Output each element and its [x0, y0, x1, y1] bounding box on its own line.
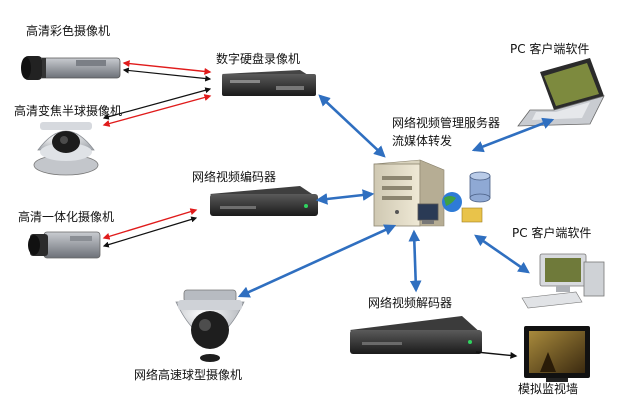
label-hd-color-camera: 高清彩色摄像机: [26, 24, 111, 38]
label-pc-client-right: PC 客户端软件: [512, 226, 592, 240]
hd-integrated-camera-device: [28, 231, 101, 259]
server-device: [373, 159, 491, 227]
link-server-desktop: [474, 234, 530, 274]
hd-varifocal-dome-device: [33, 122, 99, 176]
decoder-device: [350, 316, 482, 354]
speed-dome-device: [175, 289, 245, 362]
analog-link-integrated-camera-encoder: [102, 208, 198, 248]
analog-wall-device: [524, 326, 590, 382]
label-analog-wall: 模拟监视墙: [518, 382, 579, 396]
link-server-laptop: [471, 117, 555, 153]
label-decoder: 网络视频解码器: [368, 296, 453, 310]
link-dvr-server: [318, 94, 386, 158]
label-pc-client-top: PC 客户端软件: [510, 42, 590, 56]
label-speed-dome: 网络高速球型摄像机: [134, 368, 243, 382]
analog-link-dome-dvr: [102, 87, 212, 127]
link-speeddome-server: [237, 224, 397, 298]
link-server-decoder: [408, 229, 422, 293]
label-hd-varifocal-dome: 高清变焦半球摄像机: [14, 104, 123, 118]
analog-link-color-camera-dvr: [122, 60, 212, 82]
label-encoder: 网络视频编码器: [192, 170, 277, 184]
label-server-line2: 流媒体转发: [392, 134, 453, 148]
laptop-client-device: [517, 58, 605, 127]
link-decoder-wall: [475, 351, 518, 359]
encoder-device: [210, 186, 318, 216]
label-server-line1: 网络视频管理服务器: [392, 116, 501, 130]
network-links: [237, 94, 555, 298]
desktop-client-device: [521, 253, 605, 309]
label-hd-integrated-camera: 高清一体化摄像机: [18, 210, 115, 224]
label-dvr: 数字硬盘录像机: [216, 52, 301, 66]
link-encoder-server: [315, 189, 375, 205]
hd-color-camera-device: [21, 56, 121, 80]
dvr-device: [222, 70, 316, 96]
